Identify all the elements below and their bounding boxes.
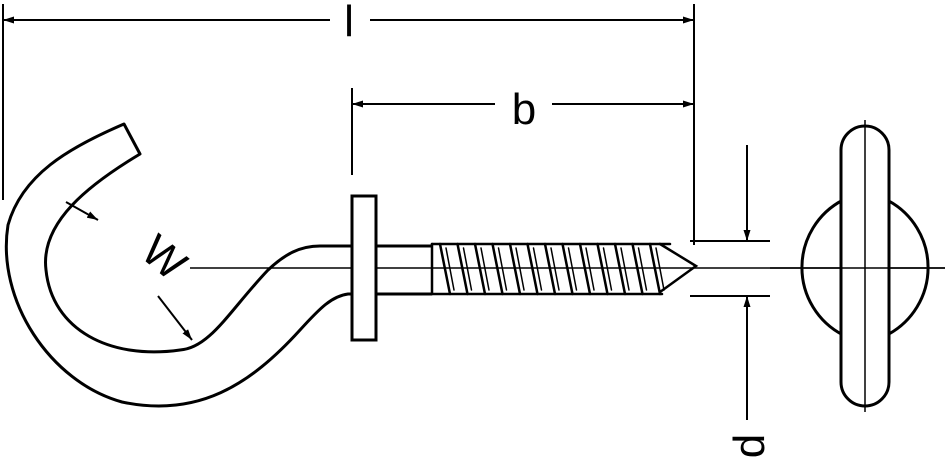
thread-length-label: b (512, 85, 536, 134)
thread-turn-inner (550, 247, 560, 291)
thread (430, 242, 699, 296)
thread-turn (578, 242, 592, 296)
thread-turn-inner (620, 247, 630, 291)
thread-turn-inner (585, 247, 595, 291)
thread-turn (543, 242, 557, 296)
extension-lines (2, 4, 770, 297)
opening-width-label: W (132, 226, 196, 291)
thread-turn-inner (602, 247, 613, 291)
thread-turn-inner (567, 247, 578, 291)
thread-turn (473, 242, 487, 296)
thread-turn (631, 242, 644, 296)
thread-turn-inner (655, 247, 665, 291)
dim-line-opening-top (65, 201, 99, 221)
collar (350, 194, 378, 342)
thread-turn-inner (637, 247, 648, 291)
hook (5, 122, 354, 408)
thread-turn-inner (445, 247, 455, 291)
thread-turn (508, 242, 522, 296)
thread-turn (491, 242, 504, 296)
thread-turn (526, 242, 539, 296)
thread-turn (456, 242, 469, 296)
thread-turn (596, 242, 609, 296)
thread-turn (613, 242, 627, 296)
thread-turns (438, 242, 665, 296)
dim-line-opening-bottom (157, 295, 193, 341)
thread-turn-inner (462, 247, 473, 291)
length-label: l (344, 0, 354, 46)
thread-turn (648, 242, 662, 296)
thread-turn (438, 242, 452, 296)
thread-turn-inner (497, 247, 508, 291)
thread-turn-inner (532, 247, 543, 291)
thread-tip (658, 242, 699, 294)
end-view-centerlines (770, 120, 945, 412)
hook-body (5, 122, 354, 408)
thread-turn (561, 242, 574, 296)
dimension-opening-width (65, 201, 193, 341)
shank (376, 244, 432, 296)
thread-turn-inner (480, 247, 490, 291)
diameter-label: d (725, 434, 774, 458)
thread-turn-inner (515, 247, 525, 291)
